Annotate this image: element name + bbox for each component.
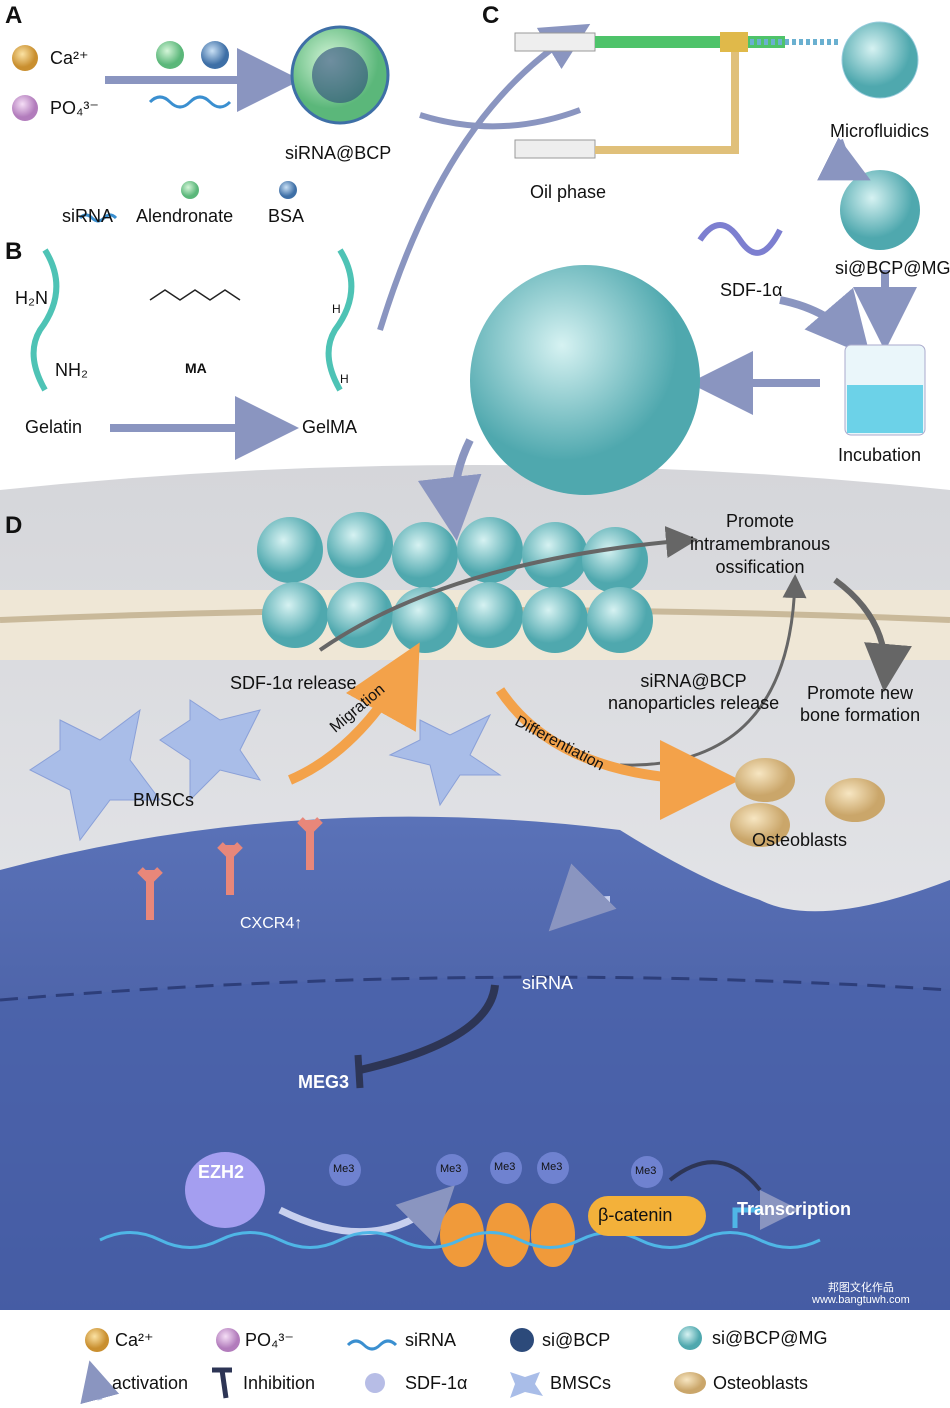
label-osteoblasts: Osteoblasts [752, 830, 848, 850]
migration-arrow [288, 642, 420, 785]
label-po4: PO₄³⁻ [50, 98, 99, 118]
label-meg3: MEG3 [298, 1072, 350, 1092]
legend-sirna: siRNA [405, 1330, 457, 1350]
label-h-1: H [332, 302, 341, 316]
panel-label-a: A [5, 2, 23, 29]
microfluidics-zoom-bubble [841, 21, 919, 99]
differentiation-arrow [495, 687, 740, 820]
label-oil-phase: Oil phase [530, 182, 607, 202]
legend-si-bcp: si@BCP [542, 1330, 611, 1350]
microfluidic-channel [595, 36, 785, 48]
label-me3: Me3 [440, 1163, 462, 1175]
bmsc-cells [29, 699, 502, 842]
label-me3: Me3 [333, 1163, 355, 1175]
panel-label-c: C [482, 2, 500, 29]
sdf1a-protein [697, 222, 783, 256]
label-me3: Me3 [541, 1161, 563, 1173]
label-incubation: Incubation [838, 445, 922, 465]
label-sdf-release: SDF-1α release [230, 673, 357, 693]
label-cxcr4: CXCR4↑ [240, 915, 303, 932]
label-h2n: H₂N [15, 288, 48, 308]
microsphere-scaffold [257, 512, 653, 653]
panel-label-b: B [5, 238, 23, 265]
label-microfluidics: Microfluidics [830, 121, 930, 141]
sirna-strand-icon [148, 95, 232, 109]
gelma-chain [325, 248, 355, 392]
label-nh2: NH₂ [55, 360, 88, 380]
label-sirna-cell: siRNA [522, 973, 574, 993]
alendronate-sphere [156, 41, 184, 69]
label-ca: Ca²⁺ [50, 48, 89, 68]
syringe-1 [514, 32, 596, 52]
label-beta-catenin: β-catenin [598, 1205, 673, 1225]
legend-a-sirna: siRNA [62, 206, 114, 226]
label-gelatin: Gelatin [25, 417, 83, 437]
legend-osteoblasts: Osteoblasts [713, 1373, 809, 1393]
legend-ca: Ca²⁺ [115, 1330, 154, 1350]
dna-strand [99, 1231, 821, 1249]
ca-ion-sphere [12, 45, 38, 71]
label-sirna-bcp: siRNA@BCP [285, 143, 392, 163]
ezh2-protein [185, 1152, 265, 1228]
legend-sdf1a: SDF-1α [405, 1373, 468, 1393]
label-ma: MA [185, 360, 207, 376]
label-h-2: H [340, 372, 349, 386]
po4-ion-sphere [12, 95, 38, 121]
syringe-2 [514, 139, 596, 159]
bsa-sphere [201, 41, 229, 69]
legend-bmscs: BMSCs [550, 1373, 612, 1393]
si-bcp-mg-microsphere [840, 170, 920, 250]
label-me3: Me3 [494, 1161, 516, 1173]
label-sdf1a: SDF-1α [720, 280, 783, 300]
inhibition-arrow [359, 984, 499, 1074]
label-bmscs: BMSCs [133, 790, 195, 810]
nucleus [0, 977, 950, 1310]
osteoblast-cells [730, 758, 885, 847]
legend-inhibition: Inhibition [243, 1373, 316, 1393]
label-si-bcp-mg: si@BCP@MG [835, 258, 950, 278]
legend-a-alendronate: Alendronate [136, 206, 234, 226]
label-ezh2: EZH2 [198, 1162, 245, 1182]
legend-si-bcp-mg: si@BCP@MG [712, 1328, 828, 1348]
me3-marks [329, 1152, 663, 1188]
label-transcription: Transcription [737, 1199, 852, 1219]
legend-a-bsa: BSA [268, 206, 305, 226]
cxcr4-receptors [137, 817, 323, 920]
ma-structure [149, 289, 241, 301]
si-bcp-mg-microsphere-large [470, 265, 700, 495]
panel-label-d: D [5, 512, 23, 539]
gelatin-chain [30, 248, 60, 392]
label-gelma: GelMA [302, 417, 358, 437]
label-me3: Me3 [635, 1165, 657, 1177]
legend-po4: PO₄³⁻ [245, 1330, 294, 1350]
beta-catenin-gene [588, 1196, 706, 1236]
legend-activation: activation [112, 1373, 189, 1393]
